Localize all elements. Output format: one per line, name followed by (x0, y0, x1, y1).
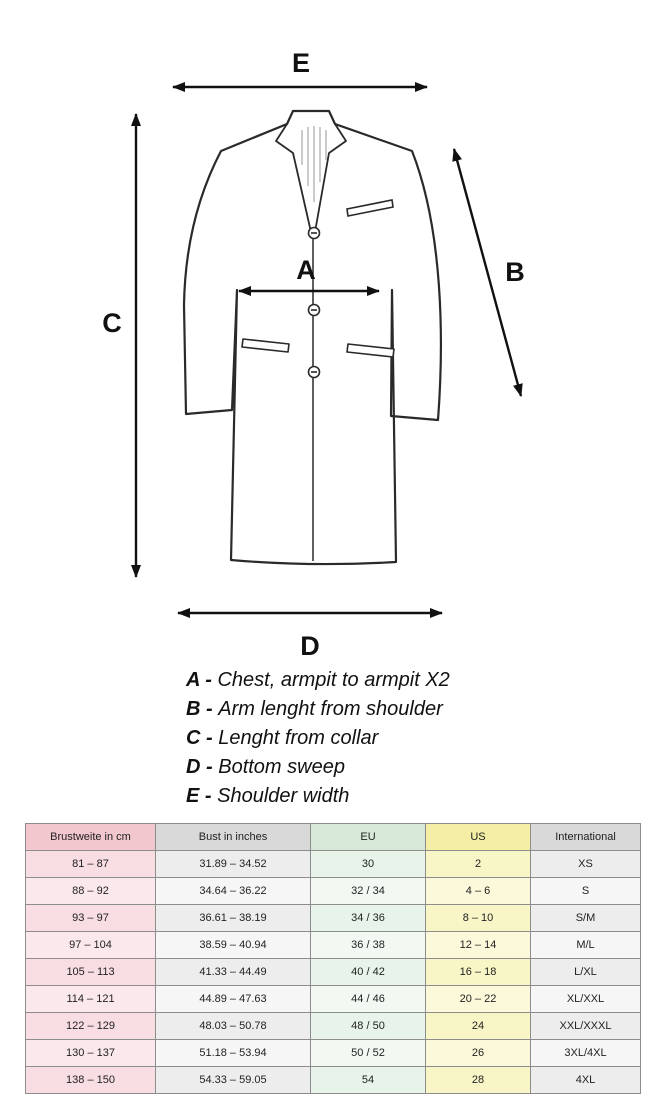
table-cell: 44 / 46 (310, 985, 426, 1013)
table-cell: 93 – 97 (25, 904, 156, 932)
table-cell: XXL/XXXL (530, 1012, 641, 1040)
table-cell: 44.89 – 47.63 (155, 985, 311, 1013)
table-cell: 16 – 18 (425, 958, 531, 986)
arrow-b-arm (452, 148, 523, 397)
table-cell: 38.59 – 40.94 (155, 931, 311, 959)
table-cell: 20 – 22 (425, 985, 531, 1013)
column-header-cm: Brustweite in cm (25, 823, 156, 851)
label-e: E (292, 48, 310, 78)
table-cell: 88 – 92 (25, 877, 156, 905)
table-cell: 12 – 14 (425, 931, 531, 959)
legend-item-e: E - Shoulder width (186, 782, 664, 811)
table-cell: 130 – 137 (25, 1039, 156, 1067)
table-cell: XS (530, 850, 641, 878)
table-cell: 105 – 113 (25, 958, 156, 986)
legend-description: Chest, armpit to armpit X2 (217, 669, 450, 691)
table-cell: 54 (310, 1066, 426, 1094)
table-cell: 26 (425, 1039, 531, 1067)
table-cell: 34.64 – 36.22 (155, 877, 311, 905)
table-cell: 4 – 6 (425, 877, 531, 905)
measurement-legend: A - Chest, armpit to armpit X2 B - Arm l… (186, 666, 664, 811)
table-cell: 48 / 50 (310, 1012, 426, 1040)
table-cell: 81 – 87 (25, 850, 156, 878)
table-cell: 48.03 – 50.78 (155, 1012, 311, 1040)
column-header-intl: International (530, 823, 641, 851)
legend-description: Lenght from collar (218, 727, 379, 749)
table-cell: 34 / 36 (310, 904, 426, 932)
table-cell: 41.33 – 44.49 (155, 958, 311, 986)
table-cell: L/XL (530, 958, 641, 986)
column-header-inches: Bust in inches (155, 823, 311, 851)
legend-description: Bottom sweep (218, 756, 345, 778)
label-b: B (505, 257, 525, 287)
table-cell: 3XL/4XL (530, 1039, 641, 1067)
legend-letter: E (186, 785, 200, 807)
legend-separator: - (200, 727, 219, 749)
legend-separator: - (200, 698, 219, 720)
legend-letter: C (186, 727, 201, 749)
table-cell: 40 / 42 (310, 958, 426, 986)
table-cell: 30 (310, 850, 426, 878)
legend-letter: B (186, 698, 201, 720)
legend-item-c: C - Lenght from collar (186, 724, 664, 753)
table-cell: 50 / 52 (310, 1039, 426, 1067)
table-cell: 36.61 – 38.19 (155, 904, 311, 932)
buttons (307, 226, 321, 379)
table-cell: M/L (530, 931, 641, 959)
legend-item-b: B - Arm lenght from shoulder (186, 695, 664, 724)
legend-description: Arm lenght from shoulder (218, 698, 443, 720)
table-cell: 32 / 34 (310, 877, 426, 905)
legend-letter: A (186, 669, 200, 691)
table-cell: 122 – 129 (25, 1012, 156, 1040)
hip-pockets (241, 338, 395, 358)
legend-item-a: A - Chest, armpit to armpit X2 (186, 666, 664, 695)
chest-pocket (346, 199, 394, 217)
table-cell: 36 / 38 (310, 931, 426, 959)
coat-diagram-svg: E C A B D (102, 48, 525, 660)
legend-letter: D (186, 756, 201, 778)
legend-separator: - (200, 756, 219, 778)
table-cell: 8 – 10 (425, 904, 531, 932)
column-header-eu: EU (310, 823, 426, 851)
table-cell: 97 – 104 (25, 931, 156, 959)
label-c: C (102, 308, 122, 338)
size-table: Brustweite in cm Bust in inches EU US In… (25, 823, 641, 1094)
table-cell: 4XL (530, 1066, 641, 1094)
legend-item-d: D - Bottom sweep (186, 753, 664, 782)
table-cell: XL/XXL (530, 985, 641, 1013)
table-cell: 114 – 121 (25, 985, 156, 1013)
legend-description: Shoulder width (217, 785, 350, 807)
legend-separator: - (199, 785, 218, 807)
table-cell: 28 (425, 1066, 531, 1094)
table-cell: S (530, 877, 641, 905)
coat-measurement-diagram: E C A B D (102, 48, 525, 660)
table-cell: 51.18 – 53.94 (155, 1039, 311, 1067)
collar-lining-lines (301, 126, 327, 202)
lapels (275, 123, 347, 233)
table-cell: S/M (530, 904, 641, 932)
table-header-row: Brustweite in cm Bust in inches EU US In… (25, 823, 641, 851)
table-cell: 2 (425, 850, 531, 878)
label-a: A (296, 255, 316, 285)
table-cell: 24 (425, 1012, 531, 1040)
legend-separator: - (199, 669, 218, 691)
table-cell: 31.89 – 34.52 (155, 850, 311, 878)
table-cell: 138 – 150 (25, 1066, 156, 1094)
table-cell: 54.33 – 59.05 (155, 1066, 311, 1094)
column-header-us: US (425, 823, 531, 851)
label-d: D (300, 631, 320, 660)
